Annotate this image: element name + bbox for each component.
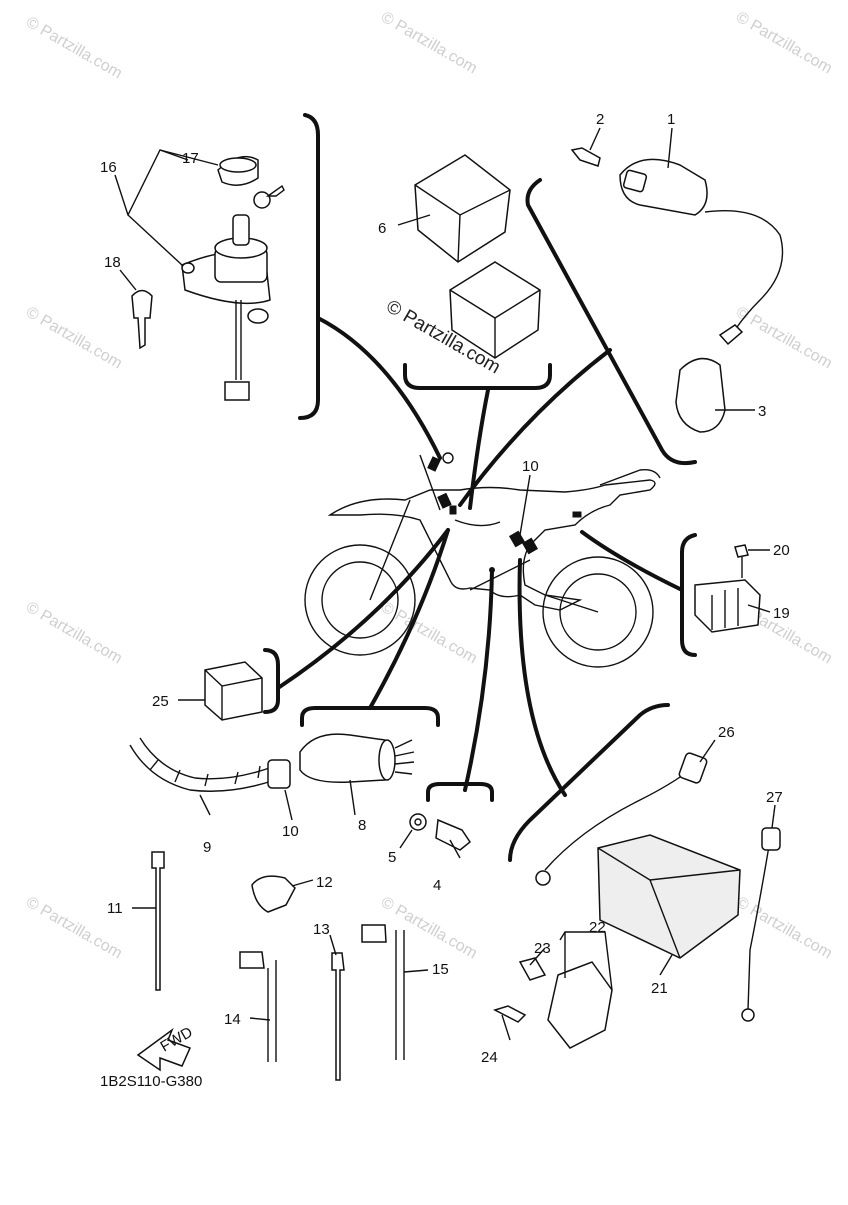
bands-group: [151, 851, 405, 1081]
callout-27: 27: [766, 789, 783, 806]
holder-15-connector: [361, 924, 387, 943]
watermark: © Partzilla.com: [378, 599, 480, 668]
link-relay: [468, 388, 490, 510]
callout-19: 19: [773, 605, 790, 622]
callout-1: 1: [667, 111, 675, 128]
bolt-2: [570, 147, 601, 167]
bracket-battery: [508, 703, 670, 862]
main-switch-connector: [224, 381, 250, 401]
bolt-24: [493, 1005, 527, 1023]
key-18: [131, 289, 153, 350]
relay-cover: [449, 261, 541, 359]
connection-lines: [276, 316, 684, 797]
leader-lines: [114, 127, 776, 1041]
callout-21: 21: [651, 980, 668, 997]
lead-26: [678, 752, 708, 784]
holder-14-connector: [239, 951, 265, 969]
holder-12: [251, 875, 296, 913]
callout-16: 16: [100, 159, 117, 176]
bracket-harness: [300, 706, 440, 727]
callout-17: 17: [182, 150, 199, 167]
fwd-arrow: FWD: [136, 1024, 196, 1072]
callout-4: 4: [433, 877, 441, 894]
harness-8: [299, 733, 391, 783]
rectifier-group: [694, 544, 761, 633]
callout-11: 11: [107, 900, 123, 917]
watermark: © Partzilla.com: [733, 9, 835, 78]
main-switch-group: [131, 155, 285, 401]
watermark: © Partzilla.com: [733, 304, 835, 373]
callout-14: 14: [224, 1011, 241, 1028]
band-11: [151, 851, 165, 991]
switch-4: [435, 818, 472, 851]
callout-13: 13: [313, 921, 330, 938]
callout-15: 15: [432, 961, 449, 978]
callout-3: 3: [758, 403, 766, 420]
fwd-arrow-icon: [136, 1027, 192, 1072]
main-switch-key: [232, 214, 250, 246]
relay-group: [414, 154, 541, 359]
harness-group: [129, 733, 415, 792]
band-13: [331, 952, 345, 1081]
callout-20: 20: [773, 542, 790, 559]
watermark: © Partzilla.com: [23, 304, 125, 373]
relay-6: [414, 154, 511, 263]
bracket-rectifier: [680, 533, 697, 657]
callout-9: 9: [203, 839, 211, 856]
washer-5: [409, 813, 427, 831]
rectifier-19: [694, 579, 761, 633]
callout-5: 5: [388, 849, 396, 866]
callout-10-frame: 10: [522, 458, 539, 475]
ignition-coil-group: [570, 147, 784, 433]
callout-22: 22: [589, 919, 606, 936]
callout-labels: 1 2 3 4 5 6 8 9 10 10 11 12 13 14 15 16 …: [100, 111, 790, 1066]
link-harness: [368, 528, 450, 710]
watermark: © Partzilla.com: [23, 14, 125, 83]
bracket-relay: [403, 363, 552, 390]
link-ignition-coil: [458, 348, 612, 507]
plate-23: [518, 957, 547, 981]
link-rectifier: [580, 530, 684, 592]
callout-18: 18: [104, 254, 121, 271]
battery-case-22: [547, 961, 613, 1049]
relay-25-group: [204, 661, 263, 721]
group-brackets: [263, 113, 697, 862]
link-battery: [517, 558, 567, 797]
watermark: © Partzilla.com: [378, 9, 480, 78]
relay-25: [204, 661, 263, 721]
tape-10: [267, 759, 291, 789]
battery-21: [597, 834, 741, 959]
callout-6: 6: [378, 220, 386, 237]
watermark: © Partzilla.com: [733, 894, 835, 963]
plug-cap-3: [675, 357, 726, 433]
bracket-sensor: [426, 782, 494, 802]
callout-25: 25: [152, 693, 169, 710]
link-sensor: [463, 568, 494, 792]
motorcycle-frame: [304, 452, 661, 668]
link-main-switch: [316, 316, 442, 460]
bracket-main-switch: [298, 113, 320, 420]
watermark: © Partzilla.com: [23, 599, 125, 668]
callout-8: 8: [358, 817, 366, 834]
watermark: © Partzilla.com: [378, 894, 480, 963]
link-relay-25: [276, 528, 450, 690]
bracket-ignition-coil: [525, 178, 697, 466]
battery-group: [493, 752, 781, 1049]
callout-12: 12: [316, 874, 333, 891]
callout-24: 24: [481, 1049, 498, 1066]
sensor-group: [409, 813, 472, 851]
callout-2: 2: [596, 111, 604, 128]
diagram-code: 1B2S110-G380: [100, 1073, 202, 1090]
watermarks: © Partzilla.com © Partzilla.com © Partzi…: [23, 9, 835, 963]
callout-10-harness: 10: [282, 823, 299, 840]
bracket-relay-25: [263, 648, 280, 714]
bolt-20: [734, 544, 749, 558]
lead-27: [761, 827, 781, 851]
callout-23: 23: [534, 940, 551, 957]
callout-26: 26: [718, 724, 735, 741]
